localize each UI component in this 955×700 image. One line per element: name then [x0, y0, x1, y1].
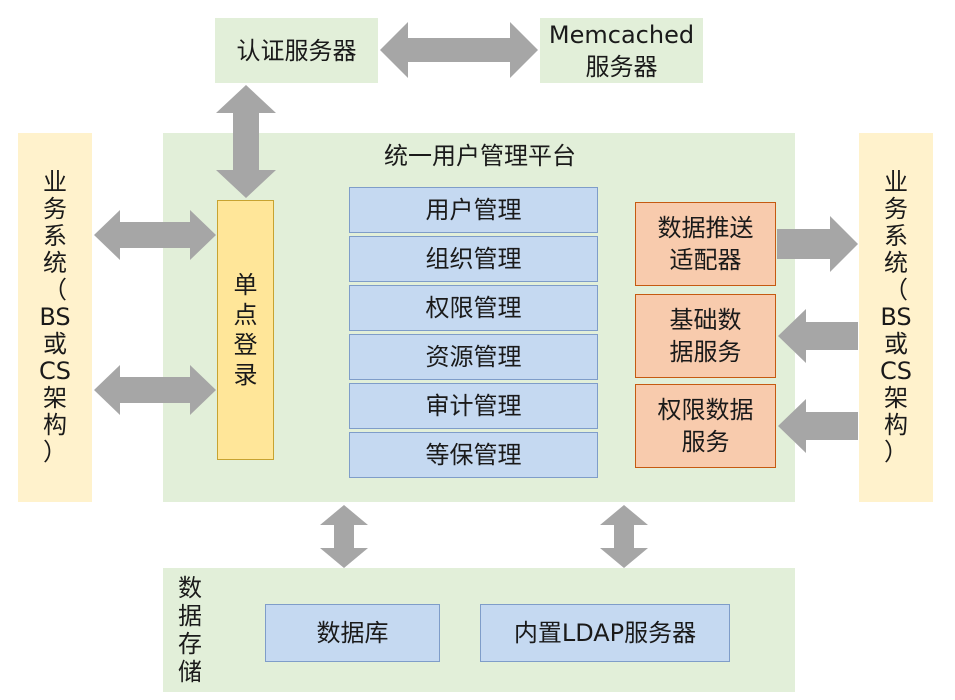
database-box: 数据库 [265, 604, 440, 662]
push-adapter-line2: 适配器 [669, 246, 742, 274]
auth-server-label: 认证服务器 [236, 36, 357, 65]
module-resource-management: 资源管理 [349, 334, 598, 380]
ldap-label: 内置LDAP服务器 [513, 619, 697, 647]
database-label: 数据库 [316, 619, 389, 647]
business-right-char: 业 [884, 168, 908, 196]
memcached-label-line1: Memcached [548, 20, 695, 49]
arrow-business-to-base-data [778, 309, 858, 363]
module-permission-management: 权限管理 [349, 285, 598, 331]
business-right-char: ） [884, 438, 908, 466]
business-left-char: BS [39, 303, 71, 331]
sso-char: 录 [233, 361, 258, 389]
base-data-line2: 据服务 [669, 338, 742, 366]
business-system-left: 业 务 系 统 （ BS 或 CS 架 构 ） [18, 133, 92, 502]
arrow-push-to-business [777, 216, 858, 272]
module-label: 审计管理 [425, 392, 522, 420]
module-label: 组织管理 [425, 245, 522, 273]
business-left-char: 业 [43, 168, 67, 196]
module-user-management: 用户管理 [349, 187, 598, 233]
business-left-char: 构 [43, 411, 67, 439]
business-right-char: 或 [884, 330, 908, 358]
business-right-char: CS [880, 357, 912, 385]
base-data-service-box: 基础数 据服务 [635, 294, 776, 378]
memcached-label-line2: 服务器 [585, 52, 658, 81]
business-right-char: 统 [884, 249, 908, 277]
business-right-char: 系 [884, 222, 908, 250]
storage-label-char: 储 [178, 658, 202, 686]
platform-title: 统一用户管理平台 [340, 139, 620, 173]
business-system-right: 业 务 系 统 （ BS 或 CS 架 构 ） [859, 133, 933, 502]
push-adapter-box: 数据推送 适配器 [635, 202, 776, 286]
business-right-char: BS [880, 303, 912, 331]
storage-label-char: 据 [178, 602, 202, 630]
business-right-char: 务 [884, 195, 908, 223]
module-org-management: 组织管理 [349, 236, 598, 282]
permission-data-service-box: 权限数据 服务 [635, 384, 776, 468]
data-storage-label: 数 据 存 储 [170, 572, 210, 688]
push-adapter-line1: 数据推送 [657, 214, 754, 242]
permission-data-line2: 服务 [681, 428, 730, 456]
sso-box: 单 点 登 录 [217, 200, 274, 460]
module-label: 等保管理 [425, 441, 522, 469]
module-label: 用户管理 [425, 196, 522, 224]
business-right-char: 构 [884, 411, 908, 439]
ldap-server-box: 内置LDAP服务器 [480, 604, 730, 662]
arrow-platform-ldap [600, 505, 648, 568]
business-left-char: 统 [43, 249, 67, 277]
business-left-char: ） [43, 438, 67, 466]
business-left-char: CS [39, 357, 71, 385]
module-security-compliance-management: 等保管理 [349, 432, 598, 478]
auth-server-box: 认证服务器 [215, 18, 378, 83]
base-data-line1: 基础数 [669, 306, 742, 334]
sso-char: 点 [233, 301, 258, 329]
business-right-char: 架 [884, 384, 908, 412]
arrow-business-to-permission-data [778, 399, 858, 453]
arrow-business-left-sso-lower [94, 365, 216, 415]
arrow-auth-memcached [380, 22, 538, 78]
module-audit-management: 审计管理 [349, 383, 598, 429]
sso-char: 登 [233, 331, 258, 359]
business-left-char: 系 [43, 222, 67, 250]
module-label: 资源管理 [425, 343, 522, 371]
permission-data-line1: 权限数据 [657, 396, 754, 424]
storage-label-char: 数 [178, 574, 202, 602]
business-left-char: （ [43, 276, 67, 304]
sso-char: 单 [233, 271, 258, 299]
arrow-auth-sso [216, 85, 276, 198]
platform-title-text: 统一用户管理平台 [384, 142, 576, 170]
storage-label-char: 存 [178, 630, 202, 658]
memcached-server-box: Memcached 服务器 [540, 18, 703, 83]
business-left-char: 务 [43, 195, 67, 223]
business-right-char: （ [884, 276, 908, 304]
arrow-platform-database [320, 505, 368, 568]
business-left-char: 或 [43, 330, 67, 358]
business-left-char: 架 [43, 384, 67, 412]
arrow-business-left-sso-upper [94, 210, 216, 260]
module-label: 权限管理 [425, 294, 522, 322]
